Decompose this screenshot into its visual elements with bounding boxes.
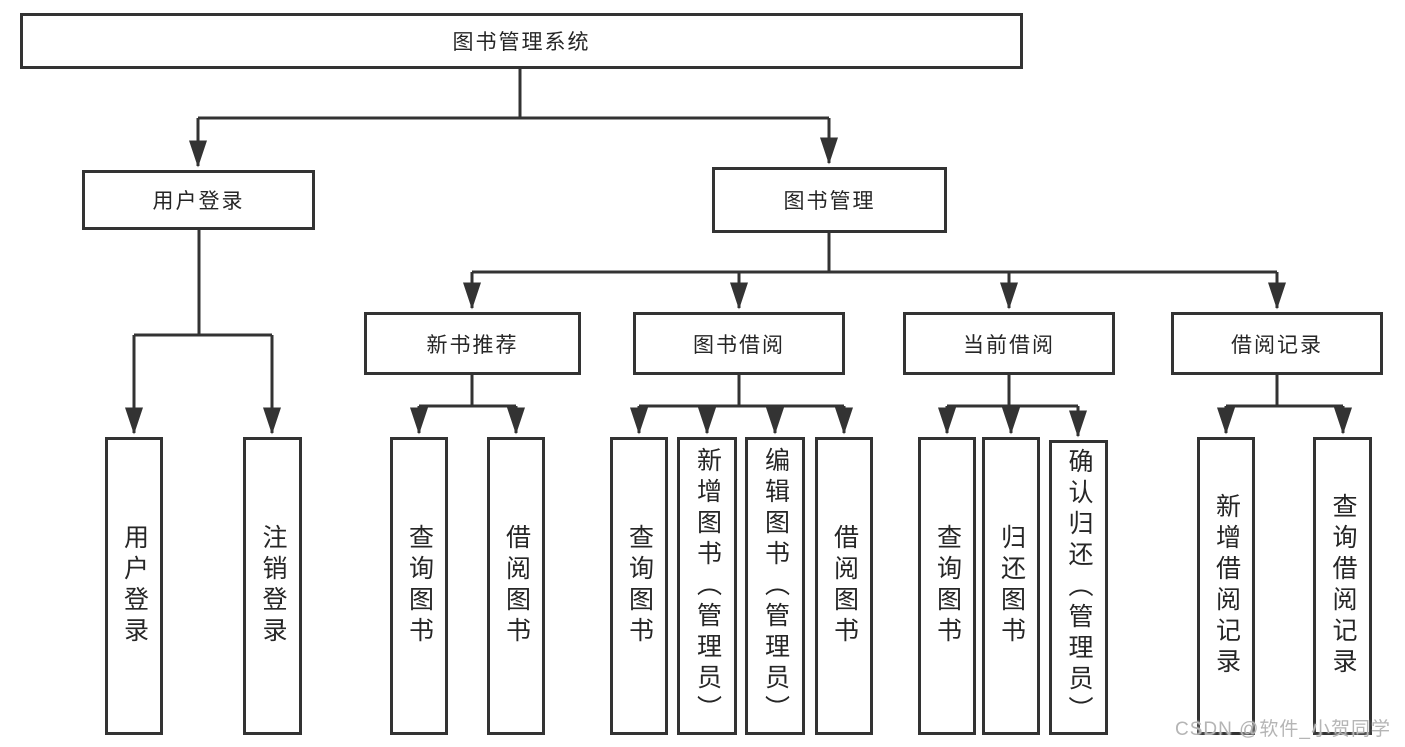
node-label: 确认归还（管理员） xyxy=(1065,448,1093,727)
node-label: 借阅图书 xyxy=(502,524,531,648)
node-label: 图书管理 xyxy=(783,190,876,213)
leaf-return-books: 归还图书 xyxy=(982,437,1040,735)
node-label: 查询图书 xyxy=(405,524,434,648)
node-user-login: 用户登录 xyxy=(82,170,315,230)
node-new-book-recommend: 新书推荐 xyxy=(364,312,581,375)
leaf-query-borrow-record: 查询借阅记录 xyxy=(1313,437,1372,735)
leaf-query-books-current: 查询图书 xyxy=(918,437,976,735)
node-label: 查询图书 xyxy=(625,524,654,648)
node-label: 查询图书 xyxy=(933,524,962,648)
leaf-user-login: 用户登录 xyxy=(105,437,163,735)
node-label: 用户登录 xyxy=(152,190,245,213)
node-label: 编辑图书（管理员） xyxy=(761,446,790,726)
node-book-borrowing: 图书借阅 xyxy=(633,312,845,375)
node-label: 新增借阅记录 xyxy=(1212,493,1241,679)
node-book-management: 图书管理 xyxy=(712,167,947,233)
node-label: 图书管理系统 xyxy=(452,31,591,54)
node-label: 图书借阅 xyxy=(693,333,785,357)
leaf-query-books-recommend: 查询图书 xyxy=(390,437,448,735)
node-label: 新增图书（管理员） xyxy=(693,446,722,726)
leaf-add-books-admin: 新增图书（管理员） xyxy=(677,437,737,735)
leaf-confirm-return-admin: 确认归还（管理员） xyxy=(1049,440,1108,735)
node-label: 用户登录 xyxy=(120,524,149,648)
node-borrowing-records: 借阅记录 xyxy=(1171,312,1383,375)
node-label: 借阅图书 xyxy=(830,524,859,648)
node-label: 新书推荐 xyxy=(426,333,519,357)
node-label: 当前借阅 xyxy=(963,333,1055,357)
leaf-borrow-books-recommend: 借阅图书 xyxy=(487,437,545,735)
leaf-query-books-borrowing: 查询图书 xyxy=(610,437,668,735)
leaf-edit-books-admin: 编辑图书（管理员） xyxy=(745,437,805,735)
node-root: 图书管理系统 xyxy=(20,13,1023,69)
node-current-borrowing: 当前借阅 xyxy=(903,312,1115,375)
leaf-borrow-books-borrowing: 借阅图书 xyxy=(815,437,873,735)
leaf-add-borrow-record: 新增借阅记录 xyxy=(1197,437,1255,735)
node-label: 借阅记录 xyxy=(1231,333,1323,357)
leaf-logout-login: 注销登录 xyxy=(243,437,302,735)
node-label: 查询借阅记录 xyxy=(1329,493,1357,679)
node-label: 注销登录 xyxy=(259,524,287,648)
node-label: 归还图书 xyxy=(997,524,1026,648)
watermark: CSDN @软件_小贺同学 xyxy=(1175,719,1391,740)
